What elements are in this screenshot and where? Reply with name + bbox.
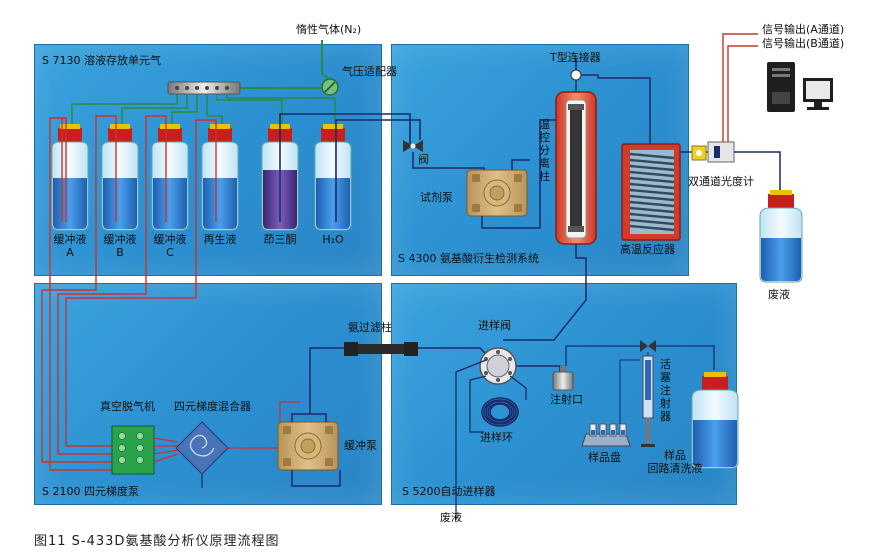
bottle-label-regenerant: 再生液 [203,233,237,246]
waste-bottom-label: 废液 [440,511,462,524]
sample-loop-label: 进样环 [480,431,513,444]
photometer-icon [691,141,735,163]
ammonia-filter-label: 氨过滤柱 [348,321,392,334]
panel-detection-system-title: S 4300 氨基酸衍生检测系统 [398,252,539,265]
signal-output-a-label: 信号输出(A通道) [762,23,845,36]
reagent-pump-icon [466,169,528,217]
figure-caption: 图11 S-433D氨基酸分析仪原理流程图 [34,534,280,549]
injection-valve-label: 进样阀 [478,319,511,332]
buffer-pump-label: 缓冲泵 [344,439,377,452]
buffer-pump-icon [277,421,339,471]
panel-gradient-pump-title: S 2100 四元梯度泵 [42,485,139,498]
injection-port-icon [552,366,574,391]
ammonia-filter-icon [344,342,418,356]
column-icon [555,91,597,245]
signal-output-b-label: 信号输出(B通道) [762,37,845,50]
injection-valve-icon [479,347,517,385]
sample-tray-icon [581,423,631,447]
injection-port-label: 注射口 [550,393,583,406]
reagent-pump-label: 试剂泵 [420,191,453,204]
valve-label: 阀 [418,153,429,166]
degasser-label: 真空脱气机 [100,400,155,413]
reactor-icon [621,143,681,241]
bottle-label-ninhydrin: 茚三酮 [263,233,297,246]
gas-manifold [167,81,241,95]
bottles [51,124,352,231]
sample-tray-label: 样品盘 [588,451,621,464]
bottle-label-water: H₂O [322,233,344,246]
waste-right-label: 废液 [768,288,790,301]
rinse-liquid-label: 样品回路清洗液 [647,449,703,475]
rinse-bottle [691,372,739,469]
t-connector-label: T型连接器 [550,51,601,64]
mixer-icon [175,421,229,475]
panel-autosampler-title: S 5200自动进样器 [402,485,496,498]
panel-solution-storage-title: S 7130 溶液存放单元气 [42,54,161,67]
reagent-lines [279,113,421,222]
inert-gas-label: 惰性气体(N₂) [296,23,362,36]
pressure-adapter-label: 气压适配器 [342,65,397,78]
buffer-supply-lines [41,115,217,471]
syringe-icon [640,340,656,447]
sample-loop-icon [481,397,519,427]
computer-icon [767,62,833,112]
valve-icon [403,140,423,152]
column-label: 温控分离柱 [539,118,550,183]
reactor-label: 高温反应器 [620,243,675,256]
panel-autosampler [391,283,737,505]
mixer-label: 四元梯度混合器 [174,400,251,413]
photometer-label: 双通道光度计 [688,175,754,188]
waste-bottle-right [759,190,803,283]
degasser-icon [111,425,155,475]
syringe-label: 活塞注射器 [660,358,671,423]
